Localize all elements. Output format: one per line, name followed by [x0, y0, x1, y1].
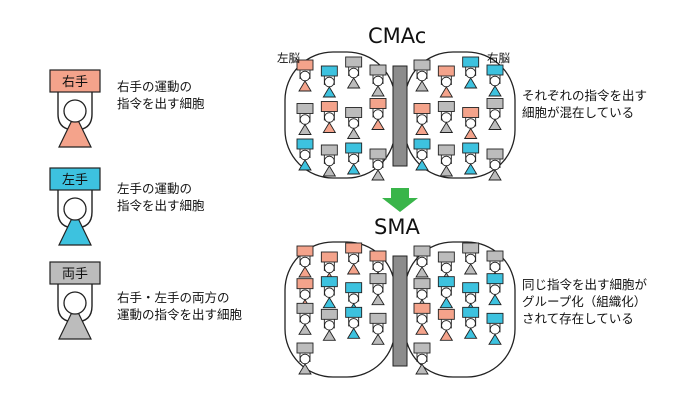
cmac-right-cell-4: [486, 64, 504, 97]
transition-arrow: [382, 188, 418, 212]
sma-description: 同じ指令を出す細胞が グループ化（組織化） されて存在している: [522, 276, 647, 327]
sma-left-cell-11: [345, 306, 363, 339]
cmac-left-cell-4: [369, 64, 387, 97]
legend-cell-both: 両手: [49, 261, 101, 340]
legend-left-line-2: 指令を出す細胞: [117, 198, 205, 213]
sma-right-cell-9: [413, 302, 431, 335]
sma-left-cell-13: [296, 342, 314, 375]
sma-left-cell-8: [369, 273, 387, 306]
legend-right-line-1: 右手の運動の: [117, 79, 193, 94]
legend-sign-left: 左手: [62, 173, 88, 188]
legend-right-line-2: 指令を出す細胞: [117, 96, 205, 111]
legend-left-line-1: 左手の運動の: [117, 181, 193, 196]
cmac-right-cell-10: [437, 144, 455, 177]
cmac-description: それぞれの指令を出す 細胞が混在している: [522, 87, 647, 121]
legend-cell-left: 左手: [49, 167, 101, 246]
legend-sign-both: 両手: [62, 267, 88, 282]
cmac-right-cell-12: [486, 148, 504, 181]
sma-left-cell-10: [320, 308, 338, 341]
cmac-right-cell-6: [437, 101, 455, 133]
cmac-right-cell-7: [462, 107, 480, 139]
cmac-left-cell-3: [345, 56, 363, 89]
cmac-left-cell-7: [345, 107, 363, 139]
sma-right-cell-8: [486, 273, 504, 306]
cmac-midline-divider: [392, 65, 408, 167]
legend-right-description: 右手の運動の 指令を出す細胞: [117, 78, 205, 112]
cmac-right-cell-3: [462, 56, 480, 89]
cmac-right-cell-9: [413, 138, 431, 171]
sma-left-cell-12: [369, 312, 387, 345]
cmac-description-line-1: それぞれの指令を出す: [522, 88, 648, 103]
sma-left-cell-6: [320, 276, 338, 309]
legend-both-line-1: 右手・左手の両方の: [117, 290, 230, 305]
sma-right-cell-13: [413, 342, 431, 375]
cmac-description-line-2: 細胞が混在している: [522, 105, 635, 120]
cmac-right-cell-1: [413, 59, 431, 92]
legend-left-description: 左手の運動の 指令を出す細胞: [117, 180, 205, 214]
cmac-left-cell-9: [296, 138, 314, 171]
sma-description-line-3: されて存在している: [522, 311, 634, 326]
cmac-left-brain-label: 左脳: [277, 51, 300, 65]
cmac-left-cell-12: [369, 148, 387, 181]
neuron-cells: [296, 56, 504, 375]
sma-left-cell-9: [296, 302, 314, 335]
sma-description-line-2: グループ化（組織化）: [522, 294, 647, 309]
cmac-right-cell-2: [437, 65, 455, 98]
cmac-left-cell-8: [369, 98, 387, 130]
sma-left-cell-3: [345, 242, 363, 275]
sma-right-cell-3: [462, 242, 480, 275]
cmac-right-cell-11: [462, 142, 480, 175]
legend-sign-right: 右手: [62, 75, 88, 90]
sma-right-cell-1: [413, 245, 431, 278]
legend-both-line-2: 運動の指令を出す細胞: [117, 307, 243, 322]
cmac-left-cell-6: [320, 101, 338, 133]
cmac-left-cell-1: [296, 59, 314, 92]
sma-right-cell-11: [462, 306, 480, 339]
cmac-left-cell-5: [296, 103, 314, 135]
cmac-left-cell-2: [320, 65, 338, 98]
legend-both-description: 右手・左手の両方の 運動の指令を出す細胞: [117, 289, 242, 323]
cmac-left-cell-10: [320, 144, 338, 177]
cmac-right-brain-label: 右脳: [487, 51, 510, 65]
sma-midline-divider: [392, 255, 408, 367]
sma-right-cell-6: [437, 276, 455, 309]
sma-description-line-1: 同じ指令を出す細胞が: [522, 277, 648, 292]
legend-cell-right: 右手: [49, 69, 101, 148]
sma-right-cell-10: [437, 308, 455, 341]
cmac-left-cell-11: [345, 142, 363, 175]
sma-left-cell-1: [296, 245, 314, 278]
sma-title: SMA: [374, 215, 420, 239]
cmac-right-cell-5: [413, 103, 431, 135]
sma-right-cell-12: [486, 312, 504, 345]
cmac-right-cell-8: [486, 98, 504, 130]
cmac-title: CMAc: [368, 24, 427, 48]
